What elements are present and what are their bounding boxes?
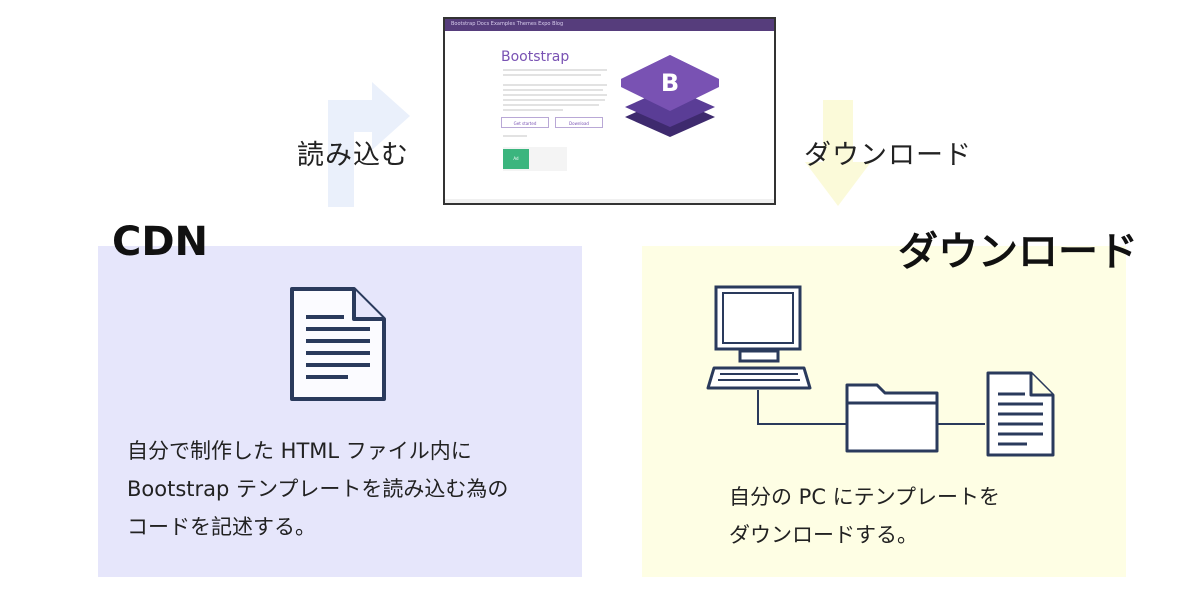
cdn-description-line: コードを記述する。 (127, 515, 316, 539)
screenshot-get-started-button: Get started (501, 117, 549, 128)
up-arrow-icon (328, 82, 410, 207)
load-label: 読み込む (297, 140, 409, 171)
download-heading: ダウンロード (898, 229, 1138, 275)
bootstrap-site-screenshot: Bootstrap Docs Examples Themes Expo Blog… (443, 17, 776, 205)
down-arrow-icon (805, 100, 871, 206)
cdn-description-line: Bootstrap テンプレートを読み込む為の (127, 477, 509, 501)
document-icon (290, 287, 386, 401)
cdn-description: 自分で制作した HTML ファイル内に Bootstrap テンプレートを読み込… (127, 432, 508, 546)
cdn-heading: CDN (112, 219, 209, 265)
screenshot-nav-text: Bootstrap Docs Examples Themes Expo Blog (451, 21, 564, 27)
screenshot-ad-logo: Ad (503, 149, 529, 169)
download-description-line: 自分の PC にテンプレートを (729, 485, 1001, 509)
document-small-icon (986, 371, 1055, 457)
bootstrap-logo-icon: B (621, 55, 719, 137)
screenshot-navbar: Bootstrap Docs Examples Themes Expo Blog (445, 19, 774, 31)
connector-lines (757, 390, 985, 425)
screenshot-title: Bootstrap (501, 49, 570, 65)
cdn-description-line: 自分で制作した HTML ファイル内に (127, 439, 472, 463)
bootstrap-logo-letter: B (661, 69, 679, 97)
computer-icon (706, 285, 812, 390)
folder-icon (845, 383, 939, 453)
screenshot-download-button: Download (555, 117, 603, 128)
download-flow-label: ダウンロード (804, 140, 972, 171)
download-description-line: ダウンロードする。 (729, 523, 918, 547)
download-description: 自分の PC にテンプレートを ダウンロードする。 (729, 478, 1000, 554)
